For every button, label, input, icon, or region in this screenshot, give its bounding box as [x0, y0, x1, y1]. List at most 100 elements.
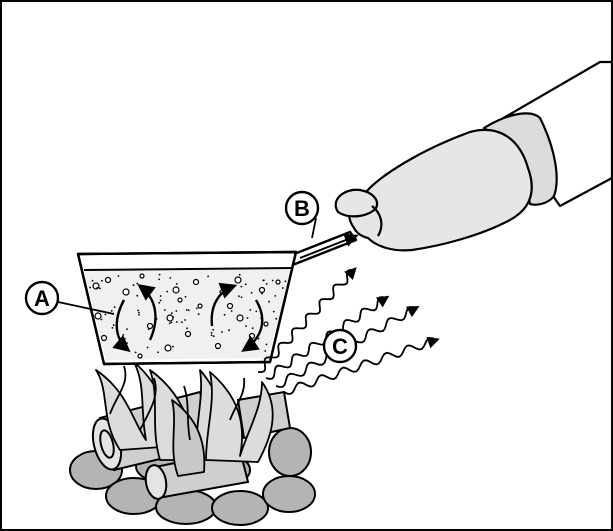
- water-dot: [273, 311, 275, 313]
- water-dot: [249, 309, 251, 311]
- bubble: [167, 315, 173, 321]
- water-dot: [172, 346, 174, 348]
- label-a: A: [26, 282, 58, 314]
- water-dot: [264, 350, 266, 352]
- water-dot: [181, 321, 183, 323]
- water-dot: [272, 280, 274, 282]
- water-dot: [166, 291, 168, 293]
- water-dot: [147, 347, 149, 349]
- water-dot: [266, 283, 268, 285]
- water-dot: [285, 280, 287, 282]
- water-dot: [160, 295, 162, 297]
- stone: [269, 428, 311, 476]
- bubble: [276, 280, 280, 284]
- bubble: [237, 315, 243, 321]
- label-c-text: C: [332, 334, 348, 359]
- water-dot: [135, 352, 137, 354]
- water-dot: [186, 327, 188, 329]
- water-dot: [114, 306, 116, 308]
- bubble: [235, 277, 241, 283]
- water-dot: [261, 293, 263, 295]
- water-dot: [211, 334, 213, 336]
- water-dot: [186, 309, 188, 311]
- bubble: [123, 289, 129, 295]
- water-dot: [149, 288, 151, 290]
- water-dot: [212, 329, 214, 331]
- water-dot: [122, 334, 124, 336]
- water-dot: [148, 328, 150, 330]
- label-a-text: A: [34, 286, 50, 311]
- water-dot: [245, 283, 247, 285]
- water-dot: [228, 329, 230, 331]
- bubble: [95, 313, 101, 319]
- bubble: [194, 280, 199, 285]
- water-dot: [196, 308, 198, 310]
- water-dot: [101, 280, 103, 282]
- bubble: [178, 298, 182, 302]
- water-dot: [171, 312, 173, 314]
- water-dot: [137, 310, 139, 312]
- label-b: B: [286, 192, 318, 224]
- bubble: [140, 274, 144, 278]
- water-dot: [266, 344, 268, 346]
- water-dot: [184, 319, 186, 321]
- water-dot: [172, 316, 174, 318]
- water-dot: [126, 328, 128, 330]
- water-dot: [252, 327, 254, 329]
- water-dot: [92, 280, 94, 282]
- water-dot: [133, 284, 135, 286]
- water-dot: [275, 318, 277, 320]
- bubble: [173, 287, 179, 293]
- water-dot: [101, 319, 103, 321]
- water-dot: [124, 338, 126, 340]
- water-dot: [158, 278, 160, 280]
- water-dot: [118, 275, 120, 277]
- bubble: [148, 324, 153, 329]
- bubble: [186, 332, 191, 337]
- water-dot: [216, 347, 218, 349]
- bubble: [198, 304, 202, 308]
- water-dot: [164, 309, 166, 311]
- water-dot: [198, 313, 200, 315]
- water-dot: [185, 296, 187, 298]
- water-dot: [241, 286, 243, 288]
- water-dot: [274, 295, 276, 297]
- water-dot: [175, 310, 177, 312]
- water-dot: [160, 300, 162, 302]
- stone: [263, 476, 315, 512]
- water-dot: [211, 332, 213, 334]
- bubble: [138, 354, 142, 358]
- water-dot: [159, 274, 161, 276]
- water-dot: [138, 312, 140, 314]
- water-dot: [136, 283, 138, 285]
- water-dot: [136, 295, 138, 297]
- water-dot: [247, 317, 249, 319]
- water-dot: [105, 314, 107, 316]
- water-dot: [207, 276, 209, 278]
- bubble: [102, 336, 107, 341]
- water-dot: [245, 325, 247, 327]
- bubble: [106, 278, 111, 283]
- water-dot: [188, 309, 190, 311]
- water-dot: [176, 321, 178, 323]
- water-dot: [113, 324, 115, 326]
- label-b-text: B: [294, 196, 310, 221]
- water-dot: [89, 287, 91, 289]
- water-dot: [224, 314, 226, 316]
- water-dot: [169, 323, 171, 325]
- bubble: [264, 322, 268, 326]
- water-dot: [221, 331, 223, 333]
- water-dot: [231, 310, 233, 312]
- water-dot: [176, 283, 178, 285]
- water-dot: [282, 287, 284, 289]
- water-dot: [251, 292, 253, 294]
- water-dot: [255, 311, 257, 313]
- water-dot: [268, 301, 270, 303]
- label-c: C: [324, 330, 356, 362]
- water-dot: [138, 314, 140, 316]
- water-dot: [157, 351, 159, 353]
- water-dot: [112, 327, 114, 329]
- mitt-thumb: [336, 190, 377, 217]
